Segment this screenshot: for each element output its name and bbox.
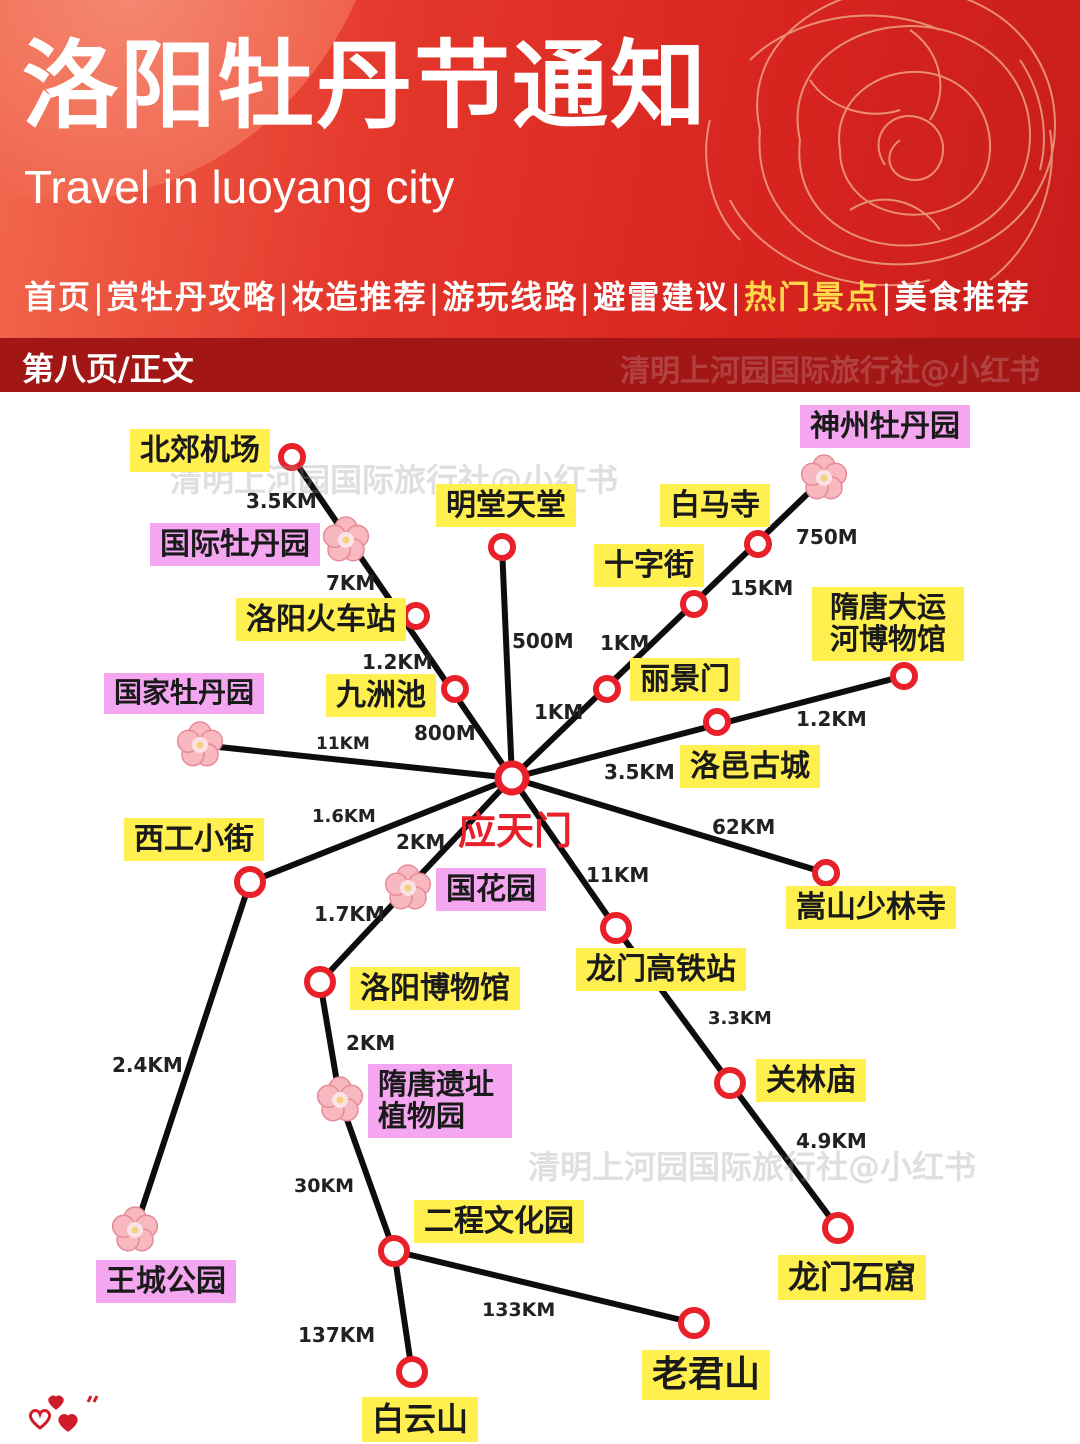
peony-icon	[800, 454, 848, 500]
peony-line-art-icon	[705, 0, 1056, 287]
center-station-ring	[494, 760, 530, 796]
page-subtitle: Travel in luoyang city	[24, 161, 455, 213]
place-lijing-men[interactable]: 丽景门	[630, 658, 740, 701]
place-luoyang-station[interactable]: 洛阳火车站	[236, 598, 406, 641]
distance-label: 1.2KM	[796, 707, 867, 731]
distance-label: 2.4KM	[112, 1053, 183, 1077]
station-rings	[234, 443, 918, 1388]
peony-icon	[322, 516, 370, 562]
distance-label: 3.3KM	[708, 1008, 772, 1029]
distance-label: 7KM	[326, 571, 376, 595]
place-luoyi-gucheng[interactable]: 洛邑古城	[680, 745, 820, 788]
place-longmen-shiku[interactable]: 龙门石窟	[778, 1255, 927, 1301]
place-beijiao-airport[interactable]: 北郊机场	[130, 429, 270, 472]
nav-item-peony-guide[interactable]: 赏牡丹攻略	[106, 278, 277, 316]
nav-item-hot-spots[interactable]: 热门景点	[743, 278, 880, 316]
distance-label: 137KM	[298, 1323, 376, 1347]
place-longmen-gaotie[interactable]: 龙门高铁站	[576, 948, 746, 991]
distance-label: 11KM	[316, 734, 370, 754]
place-baiyun-shan[interactable]: 白云山	[362, 1397, 479, 1443]
header-banner: 洛阳牡丹节通知 Travel in luoyang city 首页|赏牡丹攻略|…	[0, 0, 1080, 338]
place-shizi-jie[interactable]: 十字街	[594, 544, 704, 587]
watermark: 清明上河园国际旅行社@小红书	[528, 1148, 977, 1186]
place-laojun-shan[interactable]: 老君山	[642, 1350, 771, 1400]
place-suitang-canal-museum[interactable]: 隋唐大运河博物馆	[812, 587, 964, 661]
nav-item-tips[interactable]: 避雷建议	[593, 278, 730, 316]
place-ercheng[interactable]: 二程文化园	[414, 1200, 584, 1243]
distance-label: 2KM	[346, 1031, 396, 1055]
place-baima-si[interactable]: 白马寺	[660, 484, 770, 527]
distance-label: 800M	[414, 721, 476, 745]
distance-label: 1KM	[534, 700, 584, 724]
place-guoji-mudan-yuan[interactable]: 国际牡丹园	[150, 523, 320, 566]
place-suitang-yizhi[interactable]: 隋唐遗址植物园	[368, 1064, 512, 1138]
distance-label: 2KM	[396, 830, 446, 854]
distance-label: 1.2KM	[362, 650, 433, 674]
distance-label: 1KM	[600, 631, 650, 655]
route-map	[111, 443, 918, 1388]
distance-label: 3.5KM	[604, 760, 675, 784]
distance-label: 15KM	[730, 576, 794, 600]
place-luoyang-museum[interactable]: 洛阳博物馆	[350, 967, 520, 1010]
place-mingtang[interactable]: 明堂天堂	[436, 484, 576, 527]
distance-label: 1.6KM	[312, 806, 376, 827]
peony-icon	[316, 1076, 364, 1122]
nav-item-home[interactable]: 首页	[24, 278, 93, 316]
place-jiuzhou-chi[interactable]: 九洲池	[326, 674, 436, 717]
place-guohua-yuan[interactable]: 国花园	[436, 868, 546, 911]
top-nav: 首页|赏牡丹攻略|妆造推荐|游玩线路|避雷建议|热门景点|美食推荐	[24, 278, 1031, 316]
place-guanlin-miao[interactable]: 关林庙	[756, 1059, 866, 1102]
section-watermark: 清明上河园国际旅行社@小红书	[620, 354, 1040, 389]
distance-label: 4.9KM	[796, 1129, 867, 1153]
peony-icon	[176, 721, 224, 767]
distance-label: 3.5KM	[246, 489, 317, 513]
place-guojia-mudan-yuan[interactable]: 国家牡丹园	[104, 673, 265, 714]
center-station-label[interactable]: 应天门	[458, 809, 573, 853]
nav-item-styling[interactable]: 妆造推荐	[291, 278, 428, 316]
distance-label: 500M	[512, 629, 574, 653]
place-songshan-shaolin[interactable]: 嵩山少林寺	[786, 886, 956, 929]
place-xigong-xiaojie[interactable]: 西工小街	[124, 818, 264, 861]
distance-label: 62KM	[712, 815, 776, 839]
distance-label: 750M	[796, 525, 858, 549]
place-wangcheng-gongyuan[interactable]: 王城公园	[96, 1260, 236, 1303]
distance-label: 11KM	[586, 863, 650, 887]
section-bar: 第八页/正文 清明上河园国际旅行社@小红书	[0, 338, 1080, 392]
place-shenzhou-mudan-yuan[interactable]: 神州牡丹园	[800, 405, 970, 448]
nav-item-routes[interactable]: 游玩线路	[442, 278, 579, 316]
nav-item-food[interactable]: 美食推荐	[894, 278, 1031, 316]
distance-label: 30KM	[294, 1175, 355, 1197]
peony-icon	[111, 1206, 159, 1252]
section-label: 第八页/正文	[22, 350, 194, 388]
hearts-icon	[28, 1395, 99, 1432]
distance-label: 133KM	[482, 1299, 556, 1321]
distance-label: 1.7KM	[314, 902, 385, 926]
page-title: 洛阳牡丹节通知	[22, 30, 708, 142]
